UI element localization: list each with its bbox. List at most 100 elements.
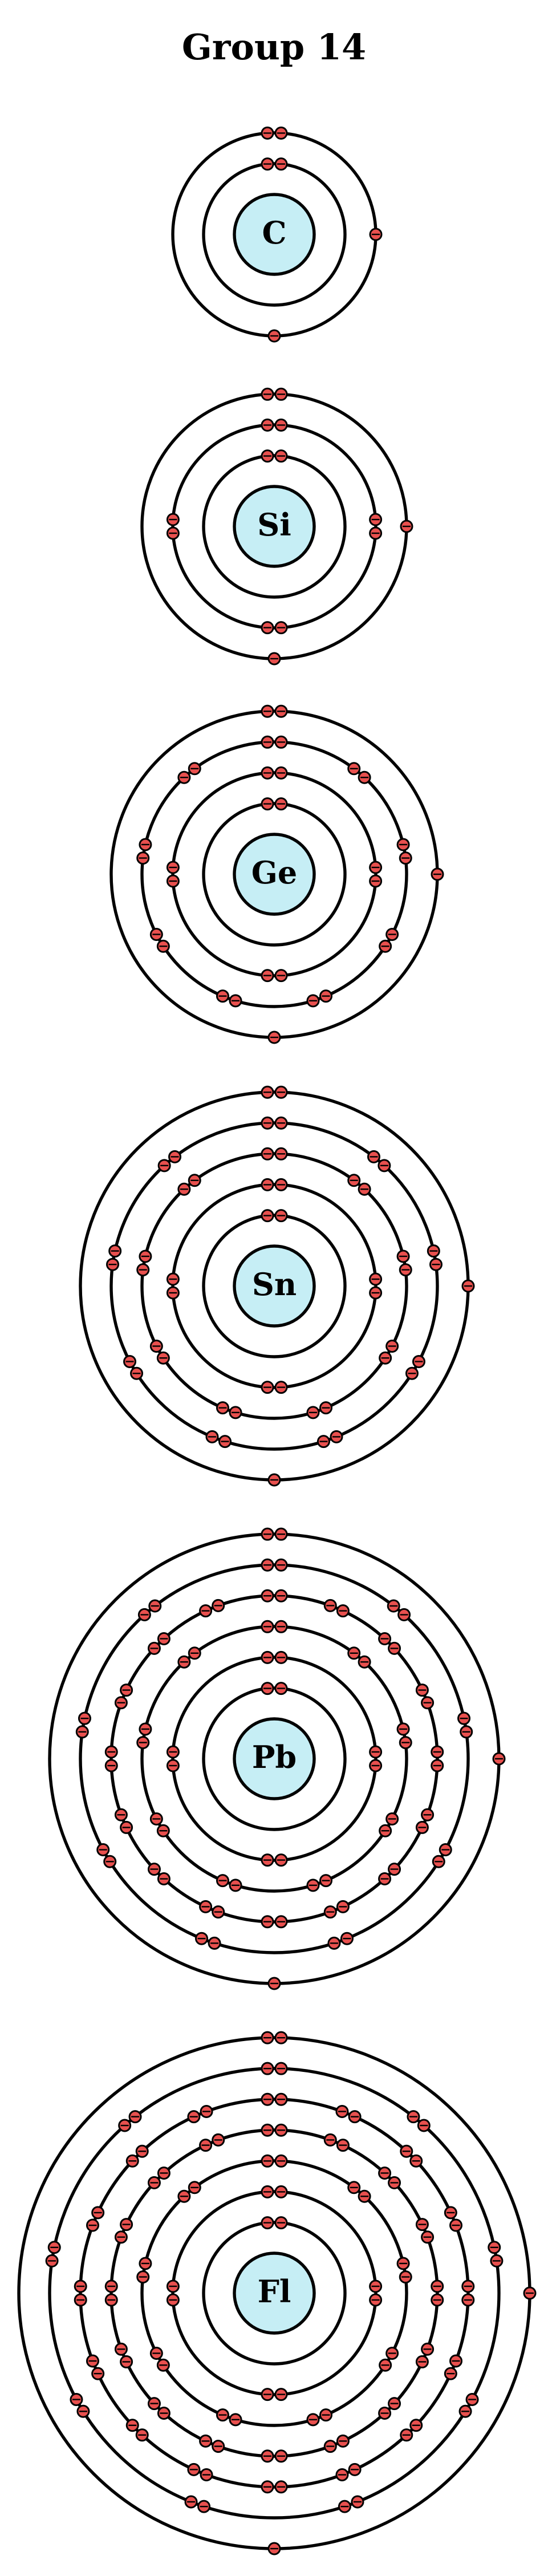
electron (261, 1527, 274, 1541)
electron (261, 1178, 274, 1191)
electron (177, 2189, 191, 2203)
electron (348, 2463, 362, 2476)
electron (338, 2500, 351, 2513)
electron (261, 1558, 274, 1572)
electron (199, 2139, 213, 2152)
electron (200, 2104, 213, 2118)
electron (261, 797, 274, 811)
electron (78, 1711, 91, 1725)
electron (399, 1263, 412, 1277)
electron (274, 387, 288, 401)
electron (421, 2230, 435, 2244)
element-symbol: Pb (252, 1739, 297, 1775)
electron (377, 1159, 391, 1173)
electron (492, 1752, 506, 1766)
electron (139, 2257, 152, 2270)
electron (261, 126, 274, 140)
electron (306, 1406, 320, 1419)
electron-shell (202, 2221, 347, 2366)
electron (157, 1632, 171, 1645)
electron (274, 735, 288, 749)
electron (274, 2031, 288, 2044)
electron (267, 1977, 281, 1990)
electron (261, 449, 274, 463)
atom-si: Si (140, 387, 413, 666)
electron (212, 1599, 225, 1612)
electron (86, 2354, 99, 2368)
electron (104, 2279, 118, 2293)
electron (188, 1646, 201, 1660)
electron (396, 1250, 410, 1263)
nucleus (233, 1717, 316, 1800)
electron (378, 2407, 392, 2420)
electron (136, 851, 150, 865)
electron (103, 1855, 117, 1868)
electron (147, 2397, 161, 2411)
electron-shell (109, 1121, 439, 1451)
electron (369, 228, 383, 241)
electron (274, 1558, 288, 1572)
electron (385, 927, 399, 941)
electron (274, 2388, 288, 2401)
electron (166, 1272, 180, 1286)
electron (120, 2218, 133, 2232)
electron (156, 939, 170, 953)
electron (261, 2092, 274, 2106)
electron (274, 157, 288, 171)
element-symbol: Si (257, 506, 291, 543)
electron (396, 2257, 410, 2270)
electron (405, 1366, 419, 1380)
electron (306, 1879, 320, 1892)
electron (216, 1874, 229, 1888)
electron (199, 1900, 213, 1913)
electron (336, 1604, 350, 1618)
electron (91, 2206, 105, 2220)
electron (200, 2468, 213, 2482)
electron (274, 1209, 288, 1223)
electron (166, 861, 180, 874)
electron (212, 2440, 225, 2453)
electron (267, 329, 281, 343)
electron (188, 1174, 201, 1187)
electron (319, 2408, 333, 2422)
nucleus (233, 833, 316, 916)
electron (274, 418, 288, 432)
electron (274, 126, 288, 140)
electron-shell (202, 802, 347, 947)
electron (407, 2110, 420, 2124)
electron (378, 1632, 392, 1645)
electron (336, 2434, 350, 2448)
electron (261, 157, 274, 171)
electron (274, 2154, 288, 2168)
electron (139, 1250, 152, 1263)
electron (379, 1351, 392, 1365)
electron (461, 2279, 475, 2293)
electron (400, 2428, 413, 2442)
electron (444, 2206, 457, 2220)
electron (319, 989, 333, 1003)
electron (461, 1279, 475, 1293)
electron (347, 1646, 361, 1660)
electron (274, 1682, 288, 1695)
electron (432, 1855, 445, 1868)
electron (128, 2110, 142, 2124)
electron (306, 994, 320, 1008)
electron (120, 1820, 133, 1834)
electron (45, 2254, 59, 2267)
electron (157, 1872, 171, 1886)
electron (461, 2293, 475, 2307)
electron (229, 2413, 242, 2427)
electron (336, 2139, 350, 2152)
electron (177, 1655, 191, 1669)
electron-shell (171, 1183, 377, 1389)
electron (148, 1599, 162, 1613)
electron (415, 2355, 429, 2368)
electron-shell (140, 2159, 408, 2427)
electron (379, 2358, 392, 2372)
nucleus (233, 193, 316, 276)
electron (388, 1641, 401, 1655)
electron (261, 1650, 274, 1664)
electron (327, 1936, 341, 1950)
electron (274, 1178, 288, 1191)
